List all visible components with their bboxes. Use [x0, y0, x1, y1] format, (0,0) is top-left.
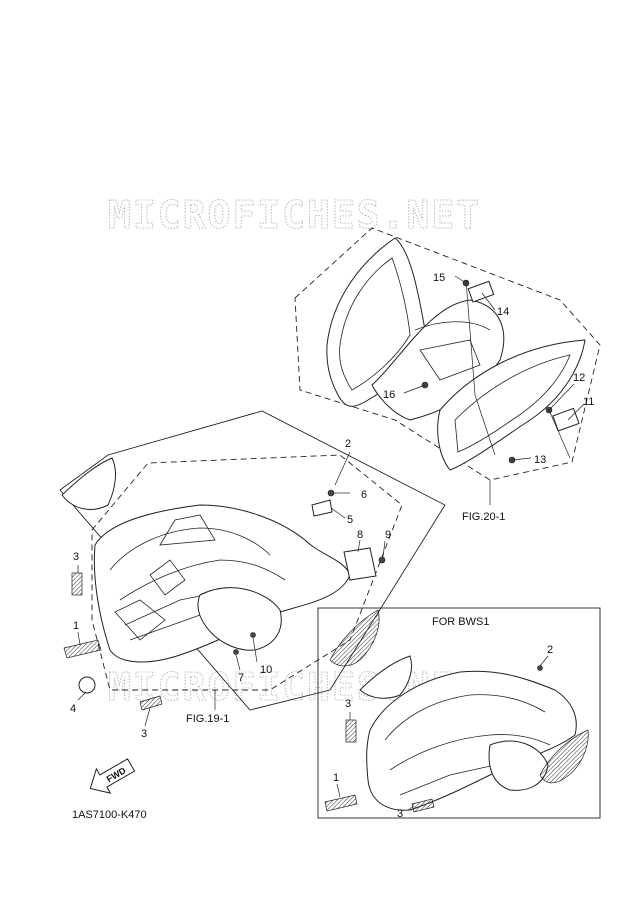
watermark-top: MICROFICHES.NET — [108, 193, 481, 237]
callout-6: 6 — [361, 489, 367, 501]
callout-9: 9 — [385, 529, 391, 541]
callout-8: 8 — [357, 529, 363, 541]
callout-3-bottom: 3 — [141, 728, 147, 740]
bws1-fender-body — [366, 670, 577, 811]
rear-fender-right-panel — [437, 339, 586, 471]
callout-2: 2 — [345, 438, 351, 450]
callout-3-left: 3 — [73, 551, 79, 563]
bws1-emblem — [539, 729, 589, 784]
bws1-callout-3-bottom: 3 — [397, 808, 403, 820]
grommet-4 — [78, 676, 96, 694]
part-code: 1AS7100-K470 — [72, 809, 147, 821]
callout-5: 5 — [347, 514, 353, 526]
bws1-sticker-1 — [324, 794, 358, 812]
callout-4: 4 — [70, 703, 76, 715]
callout-15: 15 — [433, 272, 445, 284]
bws1-title: FOR BWS1 — [432, 616, 489, 628]
callout-13: 13 — [534, 454, 546, 466]
bws1-callout-2: 2 — [547, 644, 553, 656]
bws1-group — [317, 607, 601, 819]
sticker-5 — [311, 499, 333, 517]
front-fender-emblem — [329, 609, 380, 667]
sticker-3-bottom — [139, 695, 163, 711]
front-fender-solid-frame — [59, 410, 446, 711]
fig-20-1-label: FIG.20-1 — [462, 511, 505, 523]
front-fender-left-top — [61, 457, 116, 510]
bws1-frame — [317, 607, 601, 819]
fig-19-1-label: FIG.19-1 — [186, 713, 229, 725]
bws1-callout-1: 1 — [333, 772, 339, 784]
callout-12: 12 — [573, 372, 585, 384]
callout-16: 16 — [383, 389, 395, 401]
callout-11: 11 — [583, 396, 594, 408]
sticker-1-left — [63, 639, 102, 659]
bws1-sticker-3-bottom — [411, 798, 435, 813]
fwd-arrow-icon: FWD — [89, 758, 136, 794]
front-fender-group — [59, 410, 446, 727]
bws1-sticker-3 — [345, 719, 357, 743]
sticker-3-left — [71, 572, 83, 596]
sticker-8 — [343, 547, 377, 581]
callout-10: 10 — [260, 664, 272, 676]
bws1-callout-3: 3 — [345, 698, 351, 710]
front-fender-body — [93, 504, 351, 663]
callout-7: 7 — [238, 672, 244, 684]
rear-fender-group — [294, 227, 601, 505]
callout-14: 14 — [497, 306, 509, 318]
callout-1-left: 1 — [73, 620, 79, 632]
rear-fender-dashed-border — [294, 227, 601, 481]
